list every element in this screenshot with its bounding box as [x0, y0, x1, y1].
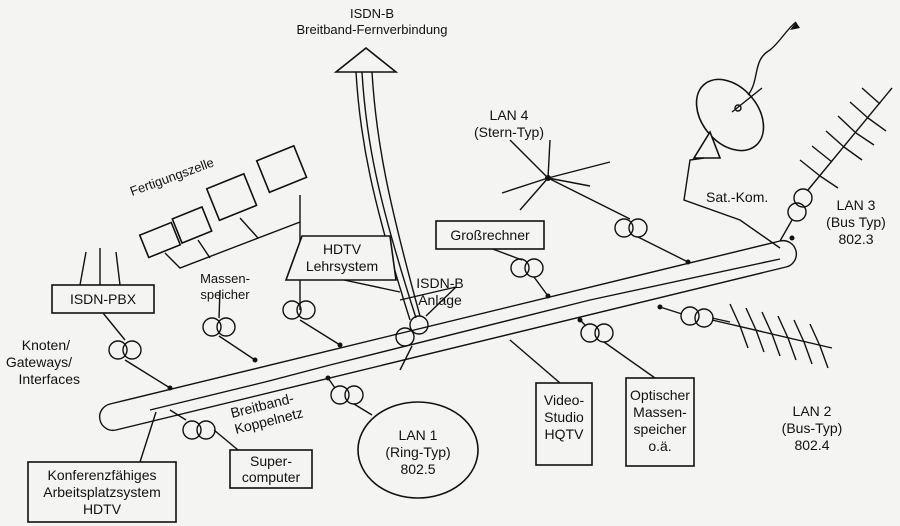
isdn-anlage-title: ISDN-B — [416, 275, 463, 291]
supercomputer-line1: Super- — [250, 453, 292, 469]
coil-lan4 — [614, 218, 648, 238]
lan4-subtitle: (Stern-Typ) — [474, 124, 544, 140]
lan3-bus — [799, 87, 893, 191]
optisch-line4: o.ä. — [648, 438, 671, 454]
optisch-line2: Massen- — [633, 404, 687, 420]
optisch-line1: Optischer — [630, 387, 690, 403]
hdtv-lehrsystem-box — [284, 235, 397, 281]
supercomputer-line2: computer — [242, 469, 301, 485]
konferenz-box — [27, 461, 177, 523]
isdn-remote-title: ISDN-B — [350, 6, 394, 21]
video-studio-line2: Studio — [544, 409, 584, 425]
knoten-label-2: Gateways/ — [6, 354, 72, 370]
satkom-label: Sat.-Kom. — [706, 189, 768, 205]
lan2-standard: 802.4 — [794, 437, 829, 453]
lan1-ring — [357, 401, 479, 499]
knoten-label-1: Knoten/ — [22, 337, 70, 353]
grossrechner-box — [435, 220, 545, 250]
lan3-standard: 802.3 — [838, 231, 873, 247]
isdn-pbx — [51, 248, 171, 389]
backbone-bus — [98, 239, 798, 432]
optisch-line3: speicher — [634, 421, 687, 437]
coil-optisch — [580, 323, 614, 343]
lan1-standard: 802.5 — [400, 461, 435, 477]
coil-lan3 — [787, 188, 813, 222]
fertigungszelle-cell — [138, 144, 308, 310]
coil-anlage — [395, 315, 429, 347]
junction-dots — [167, 235, 795, 391]
lan1-title: LAN 1 — [399, 427, 438, 443]
knoten-label-3: Interfaces — [19, 371, 80, 387]
isdn-remote-link — [333, 46, 421, 321]
satellite-dish — [683, 21, 800, 249]
lan3-title: LAN 3 — [837, 197, 876, 213]
konferenz-line1: Konferenzfähiges — [48, 467, 157, 483]
lan4-title: LAN 4 — [490, 107, 529, 123]
coil-pbx — [108, 340, 142, 360]
hdtv-lehrsystem-subtitle: Lehrsystem — [306, 258, 378, 274]
coil-gross — [510, 258, 544, 278]
supercomputer-box — [229, 449, 313, 489]
lan2-subtitle: (Bus-Typ) — [782, 420, 843, 436]
grossrechner-label: Großrechner — [450, 227, 530, 243]
coil-lan2 — [680, 306, 714, 328]
hdtv-lehrsystem-title: HDTV — [323, 241, 362, 257]
lan2-title: LAN 2 — [793, 403, 832, 419]
optischer-speicher-box — [625, 377, 695, 467]
lan3-subtitle: (Bus Typ) — [826, 214, 886, 230]
coil-super — [182, 420, 216, 440]
isdn-remote-subtitle: Breitband-Fernverbindung — [296, 22, 447, 37]
konferenz-line2: Arbeitsplatzsystem — [43, 484, 160, 500]
konferenz-line3: HDTV — [83, 501, 122, 517]
coil-lan1 — [330, 385, 364, 405]
fertigungszelle-label: Fertigungszelle — [128, 155, 216, 199]
lan4-star — [501, 139, 611, 211]
massenspeicher-label-1: Massen- — [200, 271, 250, 286]
coil-fert — [282, 300, 316, 320]
isdn-pbx-label: ISDN-PBX — [70, 291, 137, 307]
video-studio-line1: Video- — [544, 392, 585, 408]
lan1-subtitle: (Ring-Typ) — [385, 444, 450, 460]
video-studio-line3: HQTV — [545, 426, 585, 442]
lan2-bus — [711, 303, 833, 369]
massenspeicher-label-2: speicher — [200, 287, 250, 302]
video-studio-box — [535, 382, 593, 466]
isdn-anlage-subtitle: Anlage — [418, 292, 462, 308]
coil-massen — [202, 317, 236, 337]
